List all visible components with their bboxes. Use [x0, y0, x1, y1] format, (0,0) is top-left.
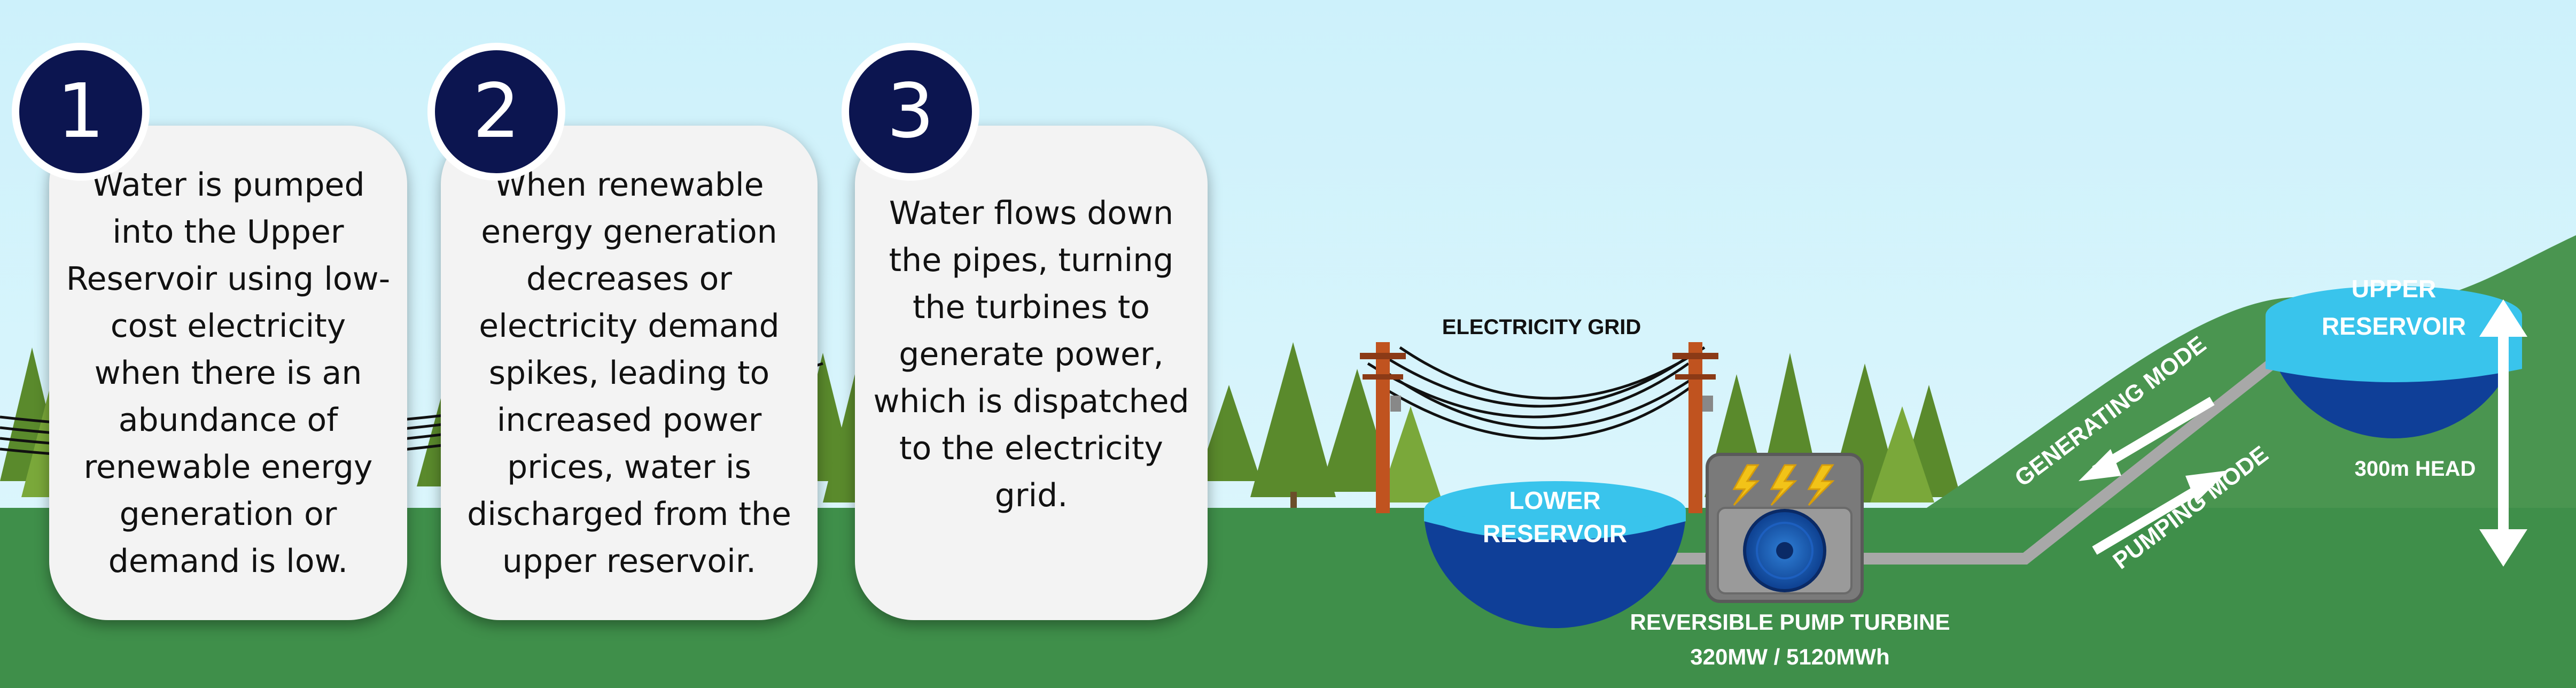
step-1-card: Water is pumped into the Upper Reservoir…: [49, 126, 407, 620]
lower-reservoir-label: LOWER RESERVOIR: [1482, 486, 1628, 547]
lightning-bolt-icon: [1732, 464, 1835, 506]
step-3-card: Water flows down the pipes, turning the …: [855, 126, 1208, 620]
step-3-text: Water flows down the pipes, turning the …: [873, 195, 1189, 514]
step-1-text: Water is pumped into the Upper Reservoir…: [66, 166, 391, 580]
utility-pole-right: [1672, 342, 1718, 513]
turbine-capacity-label: 320MW / 5120MWh: [1690, 644, 1890, 669]
upper-reservoir-label: UPPER RESERVOIR: [2321, 275, 2466, 340]
upper-reservoir: [2266, 286, 2522, 438]
head-label: 300m HEAD: [2354, 457, 2476, 481]
ground: [0, 508, 2576, 688]
turbine-name-label: REVERSIBLE PUMP TURBINE: [1630, 609, 1950, 635]
generating-mode-arrow: [2079, 397, 2215, 481]
electricity-grid-label: ELECTRICITY GRID: [1442, 315, 1641, 339]
lower-reservoir: [1424, 481, 1686, 628]
step-1-badge: 1: [12, 43, 150, 181]
step-2-badge: 2: [427, 43, 565, 181]
pumping-mode-arrow: [2092, 470, 2228, 555]
step-2-card: When renewable energy generation decreas…: [441, 126, 818, 620]
head-height-arrow: [2479, 299, 2527, 567]
step-2-text: When renewable energy generation decreas…: [467, 166, 791, 580]
utility-pole-left: [1360, 342, 1406, 513]
step-3-badge: 3: [842, 43, 979, 181]
